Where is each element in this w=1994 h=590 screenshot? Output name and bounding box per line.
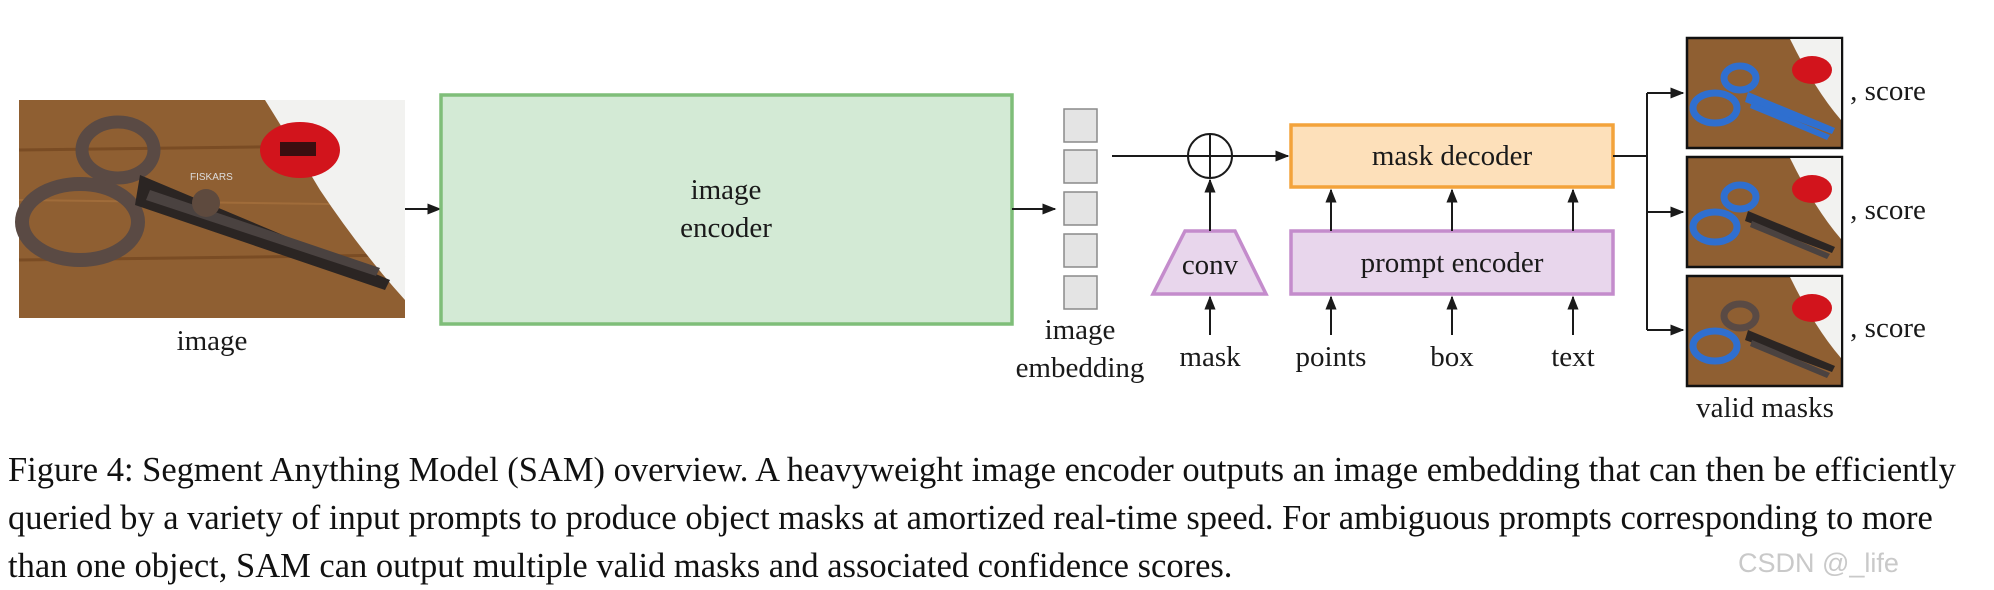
embedding-cell <box>1063 275 1098 310</box>
mask-decoder-label: mask decoder <box>1372 140 1533 172</box>
embedding-label-line1: image <box>1045 314 1116 346</box>
score-label-2: , score <box>1850 194 1926 226</box>
image-encoder-label-line2: encoder <box>680 212 772 244</box>
prompt-input-box: box <box>1430 341 1474 373</box>
conv-label: conv <box>1182 249 1239 281</box>
prompt-input-text: text <box>1551 341 1595 373</box>
prompt-encoder-label: prompt encoder <box>1361 247 1544 279</box>
output-branch-arrows <box>1613 87 1685 336</box>
output-mask-1 <box>1685 36 1844 150</box>
image-encoder-label-line1: image <box>691 174 762 206</box>
output-mask-2 <box>1685 155 1844 269</box>
image-encoder-box <box>439 93 1014 326</box>
embedding-cell <box>1063 108 1098 143</box>
input-image-label: image <box>177 325 248 357</box>
output-mask-3 <box>1685 274 1844 388</box>
sam-overview-diagram: FISKARS image image encoder image embedd… <box>15 36 1926 424</box>
mask-input-label: mask <box>1179 341 1241 373</box>
image-embedding-stack <box>1063 108 1098 310</box>
caption-label: Figure 4: <box>8 451 134 489</box>
svg-text:FISKARS: FISKARS <box>190 172 233 183</box>
embedding-cell <box>1063 233 1098 268</box>
embedding-cell <box>1063 191 1098 226</box>
score-label-1: , score <box>1850 75 1926 107</box>
embedding-label-line2: embedding <box>1016 352 1145 384</box>
conv-block <box>1150 229 1269 296</box>
embedding-cell <box>1063 149 1098 184</box>
watermark-text: CSDN @_life <box>1738 548 1899 578</box>
mask-decoder-box <box>1289 123 1615 189</box>
score-label-3: , score <box>1850 312 1926 344</box>
sum-node <box>1187 133 1233 179</box>
figure-caption: Figure 4: Segment Anything Model (SAM) o… <box>8 446 1988 590</box>
prompt-input-points: points <box>1296 341 1367 373</box>
caption-text: Segment Anything Model (SAM) overview. A… <box>8 451 1956 585</box>
valid-masks-label: valid masks <box>1696 392 1834 424</box>
input-image: FISKARS <box>15 100 406 318</box>
prompt-encoder-box <box>1289 229 1615 296</box>
